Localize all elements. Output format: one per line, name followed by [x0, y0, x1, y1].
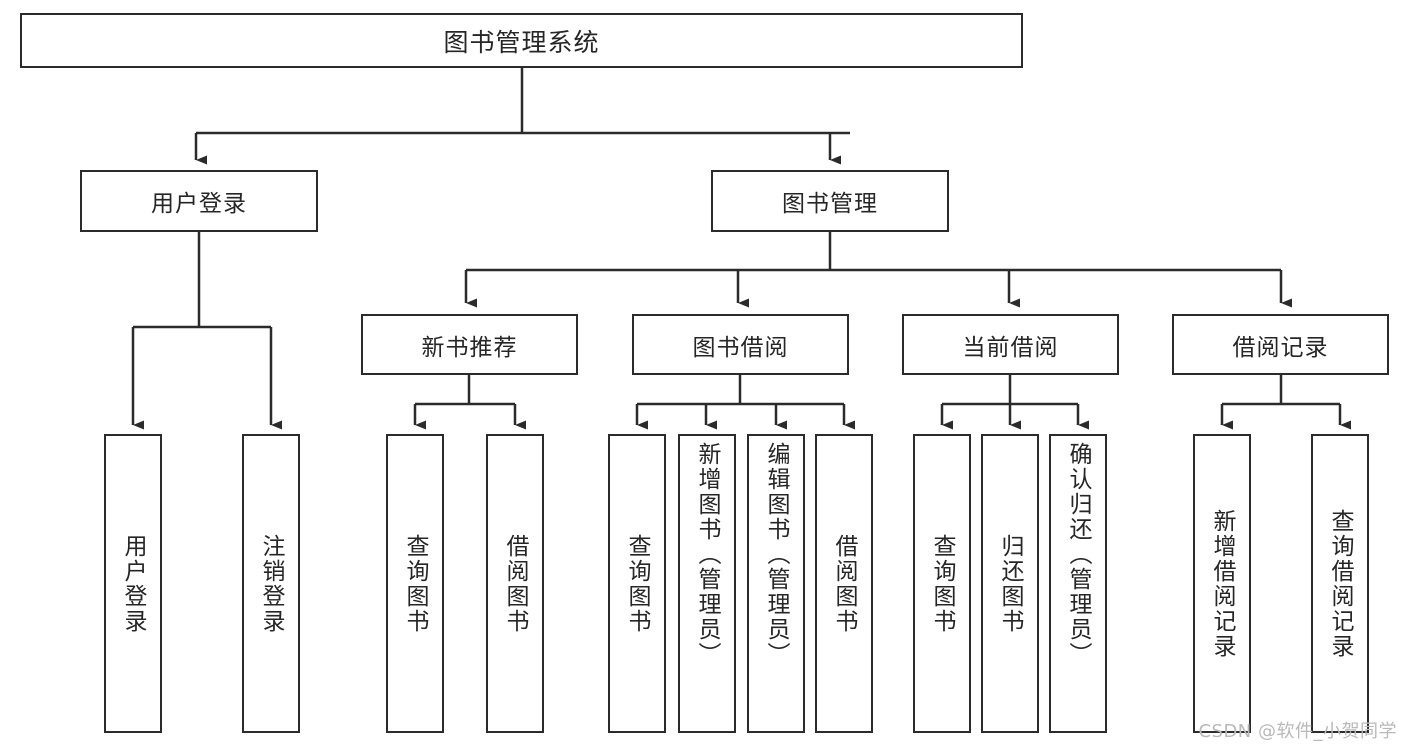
node-label: 编辑图书（管理员）	[763, 442, 790, 667]
edge-borrowrecord-to-leaves	[1220, 375, 1351, 430]
node-label: 查询图书	[402, 533, 429, 634]
edge-root-to-level1	[194, 68, 850, 165]
node-label: 确认归还（管理员）	[1065, 442, 1092, 667]
node-borrow-record[interactable]: 借阅记录	[1172, 314, 1389, 375]
edge-bookmgmt-to-level2	[464, 232, 1292, 308]
node-current-borrow[interactable]: 当前借阅	[902, 314, 1119, 375]
node-label: 查询图书	[624, 533, 651, 634]
csdn-watermark: CSDN @软件_小贺同学	[1198, 721, 1397, 742]
leaf-add-book[interactable]: 新增图书（管理员）	[678, 434, 736, 733]
edge-userlogin-to-leaves	[131, 232, 282, 430]
node-label: 图书借阅	[692, 334, 789, 361]
leaf-add-borrow-record[interactable]: 新增借阅记录	[1193, 434, 1251, 733]
leaf-borrow-book-2[interactable]: 借阅图书	[815, 434, 873, 733]
node-label: 图书管理	[782, 191, 878, 217]
node-label: 用户登录	[120, 533, 147, 634]
node-label: 用户登录	[151, 191, 247, 217]
leaf-confirm-return[interactable]: 确认归还（管理员）	[1049, 434, 1107, 733]
node-label: 新增借阅记录	[1209, 508, 1236, 659]
node-label: 查询图书	[929, 533, 956, 634]
node-label: 借阅图书	[502, 533, 529, 634]
edge-newbook-to-leaves	[413, 375, 526, 430]
node-user-login[interactable]: 用户登录	[80, 170, 318, 232]
leaf-query-book-2[interactable]: 查询图书	[608, 434, 666, 733]
node-label: 查询借阅记录	[1327, 508, 1354, 659]
leaf-user-login[interactable]: 用户登录	[104, 434, 162, 733]
leaf-borrow-book-1[interactable]: 借阅图书	[486, 434, 544, 733]
node-label: 新书推荐	[421, 334, 518, 361]
node-label: 借阅记录	[1232, 334, 1329, 361]
node-book-management[interactable]: 图书管理	[711, 170, 949, 232]
node-label: 当前借阅	[962, 334, 1059, 361]
node-label: 归还图书	[997, 533, 1024, 634]
edge-bookborrow-to-leaves	[635, 375, 855, 430]
leaf-logout-login[interactable]: 注销登录	[242, 434, 300, 733]
node-label: 新增图书（管理员）	[694, 442, 721, 667]
node-label: 图书管理系统	[443, 27, 600, 57]
node-label: 注销登录	[258, 533, 285, 634]
leaf-query-book-3[interactable]: 查询图书	[913, 434, 971, 733]
node-book-borrow[interactable]: 图书借阅	[632, 314, 849, 375]
node-label: 借阅图书	[831, 533, 858, 634]
leaf-edit-book[interactable]: 编辑图书（管理员）	[747, 434, 805, 733]
leaf-return-book[interactable]: 归还图书	[981, 434, 1039, 733]
leaf-query-borrow-record[interactable]: 查询借阅记录	[1311, 434, 1369, 733]
leaf-query-book-1[interactable]: 查询图书	[386, 434, 444, 733]
edge-currentborrow-to-leaves	[940, 375, 1089, 430]
node-root-book-management-system[interactable]: 图书管理系统	[20, 13, 1023, 68]
node-new-book-recommend[interactable]: 新书推荐	[361, 314, 578, 375]
